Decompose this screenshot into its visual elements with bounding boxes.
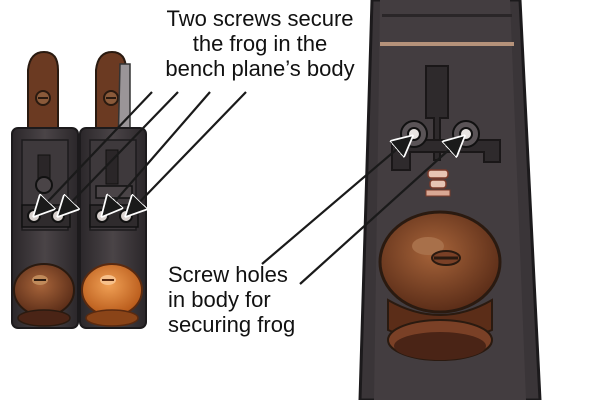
arrow <box>261 138 410 265</box>
caption-line: bench plane’s body <box>165 56 355 81</box>
arrow <box>60 91 179 214</box>
arrow <box>36 91 153 214</box>
caption-line: Two screws secure <box>166 6 354 31</box>
large-plane-closeup <box>358 0 542 400</box>
caption-line: Screw holes <box>168 262 288 287</box>
arrow <box>128 91 247 214</box>
arrow <box>104 91 211 214</box>
caption-line: the frog in the <box>192 31 328 56</box>
caption-line: securing frog <box>168 312 296 337</box>
pointer-arrows <box>36 91 462 285</box>
front-knob <box>81 263 143 317</box>
small-plane-left <box>11 50 79 329</box>
front-knob <box>13 263 75 317</box>
small-plane-right <box>79 50 147 329</box>
front-knob-large <box>378 210 502 361</box>
frog-screws-caption: Two screws secure the frog in the bench … <box>120 6 400 81</box>
screw-holes-caption: Screw holes in body for securing frog <box>168 262 338 337</box>
arrow <box>299 138 462 285</box>
adjuster-screw <box>425 169 451 197</box>
caption-line: in body for <box>168 287 271 312</box>
